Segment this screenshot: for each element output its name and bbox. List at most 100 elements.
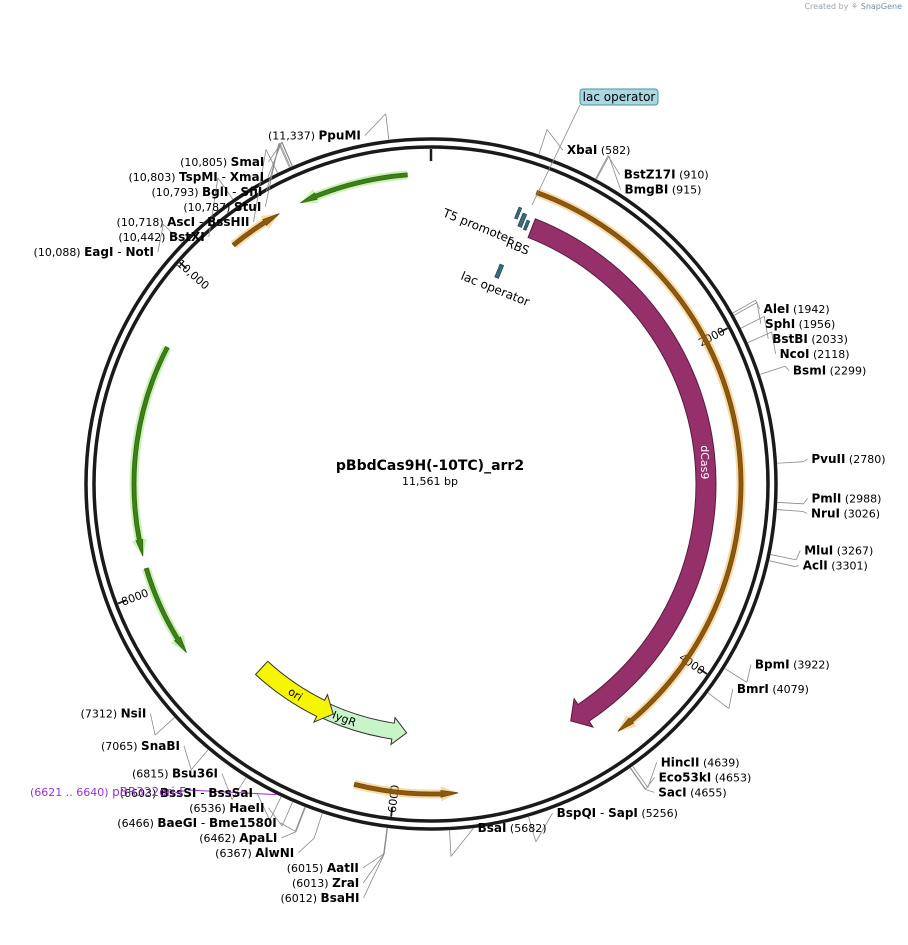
site-leader	[802, 511, 808, 514]
site-text: (582)	[597, 144, 630, 157]
restriction-site-label[interactable]: (10,805) SmaI	[180, 155, 264, 169]
restriction-site-label[interactable]: (6466) BaeGI - Bme1580I	[117, 816, 276, 830]
small-feature-box[interactable]	[517, 212, 528, 228]
site-leader	[280, 822, 296, 832]
restriction-site-label[interactable]: (6013) ZraI	[292, 876, 359, 890]
small-feature-box[interactable]	[522, 219, 531, 231]
site-text: (6012)	[280, 892, 320, 905]
primer-label[interactable]: (6621 .. 6640) pBR322ori-F	[30, 785, 186, 799]
site-leader	[707, 692, 730, 709]
enzyme-name: SfiI	[240, 185, 262, 199]
primer-glow	[535, 188, 746, 732]
feature-ori[interactable]	[254, 660, 334, 724]
feature-dcas9[interactable]	[527, 218, 717, 728]
enzyme-name: BssHII	[207, 215, 249, 229]
site-labels: XbaI (582) BstZ17I (910)BmgBI (915) AleI (…	[30, 129, 886, 905]
site-text: (6015)	[287, 862, 327, 875]
restriction-site-label[interactable]: BspQI - SapI (5256)	[557, 806, 678, 820]
feature-primer-bind-orange-1[interactable]	[535, 190, 744, 732]
restriction-site-label[interactable]: (6603) BssSI - BssSaI	[120, 786, 253, 800]
restriction-site-label[interactable]: (10,442) BstXI	[118, 230, 204, 244]
restriction-site-label[interactable]: (11,337) PpuMI	[268, 129, 361, 143]
site-leader	[281, 801, 293, 827]
restriction-site-label[interactable]: (7065) SnaBI	[101, 739, 180, 753]
site-text: (4639)	[699, 756, 739, 769]
feature-primer-bind-green-2[interactable]	[131, 345, 170, 557]
restriction-site-label[interactable]: (6536) HaeII	[189, 801, 264, 815]
feature-primer-bind-orange-2[interactable]	[353, 781, 459, 798]
site-text: (2118)	[810, 348, 850, 361]
restriction-site-label[interactable]: NruI (3026)	[811, 506, 880, 520]
ruler-tick	[698, 668, 708, 675]
restriction-site-label[interactable]: PmlI (2988)	[811, 491, 881, 505]
site-leader	[777, 502, 804, 505]
small-feature-box[interactable]	[494, 263, 505, 279]
restriction-site-label[interactable]: (6015) AatII	[287, 861, 359, 875]
restriction-site-label[interactable]: NcoI (2118)	[780, 347, 850, 361]
restriction-site-label[interactable]: BstZ17I (910)	[624, 168, 709, 182]
restriction-site-label[interactable]: (10,793) BglI - SfiI	[151, 185, 262, 199]
enzyme-name: SphI	[765, 317, 795, 331]
site-leader	[281, 142, 293, 167]
site-leader	[295, 807, 306, 832]
site-text: (10,442)	[118, 231, 169, 244]
ruler-tick-label: 8000	[120, 586, 151, 608]
restriction-site-label[interactable]: BmrI (4079)	[737, 682, 809, 696]
restriction-site-label[interactable]: BsmI (2299)	[793, 363, 866, 377]
site-text: (6466)	[117, 817, 157, 830]
enzyme-name: BsaHI	[321, 891, 360, 905]
restriction-site-label[interactable]: HincII (4639)	[661, 755, 740, 769]
restriction-site-label[interactable]: BpmI (3922)	[755, 658, 830, 672]
site-text: (2988)	[841, 492, 881, 505]
restriction-site-label[interactable]: BstBI (2033)	[772, 332, 848, 346]
feature-primer-bind-green-1[interactable]	[300, 172, 408, 204]
site-leader	[383, 828, 388, 855]
site-leader	[364, 113, 386, 136]
restriction-site-label[interactable]: AclI (3301)	[803, 559, 868, 573]
site-text: (6536)	[189, 802, 229, 815]
site-leader-lines	[149, 113, 808, 899]
site-leader	[724, 668, 748, 683]
site-leader	[221, 773, 233, 800]
restriction-site-label[interactable]: SphI (1956)	[765, 317, 835, 331]
enzyme-name: NotI	[125, 245, 154, 259]
restriction-site-label[interactable]: (10,088) EagI - NotI	[34, 245, 154, 259]
restriction-site-label[interactable]: BsaI (5682)	[478, 821, 547, 835]
feature-primer-bind-green-3[interactable]	[143, 567, 187, 653]
site-text: (6367)	[215, 847, 255, 860]
restriction-site-label[interactable]: (10,787) StuI	[183, 200, 261, 214]
site-leader	[546, 129, 564, 151]
restriction-site-label[interactable]: (6012) BsaHI	[280, 891, 359, 905]
site-leader	[154, 717, 175, 736]
small-feature-box[interactable]	[514, 206, 523, 220]
restriction-site-label[interactable]: (6367) AlwNI	[215, 846, 294, 860]
restriction-site-label[interactable]: (10,803) TspMI - XmaI	[128, 170, 264, 184]
restriction-site-label[interactable]: (6462) ApaLI	[199, 831, 277, 845]
restriction-site-label[interactable]: AleI (1942)	[764, 302, 830, 316]
restriction-site-label[interactable]: BmgBI (915)	[625, 183, 702, 197]
lac-operator-label-2: lac operator	[459, 269, 532, 309]
restriction-site-label[interactable]: Eco53kI (4653)	[659, 770, 752, 784]
restriction-site-label[interactable]: XbaI (582)	[567, 143, 630, 157]
credit-prefix: Created by	[804, 2, 849, 11]
restriction-site-label[interactable]: PvuII (2780)	[811, 452, 885, 466]
restriction-site-label[interactable]: MluI (3267)	[804, 544, 873, 558]
site-text: (1956)	[795, 318, 835, 331]
site-leader	[183, 745, 192, 770]
site-text: -	[218, 170, 230, 184]
site-leader	[363, 853, 385, 899]
site-leader	[770, 554, 797, 561]
site-text: (5256)	[638, 807, 678, 820]
site-leader	[747, 331, 772, 343]
snapgene-credit: Created by ⚘ SnapGene	[804, 2, 902, 11]
restriction-site-label[interactable]: (6815) Bsu36I	[132, 767, 218, 781]
restriction-site-label[interactable]: SacI (4655)	[658, 785, 726, 799]
site-leader	[294, 807, 306, 832]
restriction-site-label[interactable]: (10,718) AscI - BssHII	[117, 215, 250, 229]
restriction-site-label[interactable]: (7312) NsiI	[81, 707, 147, 721]
site-leader	[362, 853, 384, 869]
site-leader	[253, 149, 267, 222]
plasmid-length: 11,561 bp	[402, 475, 458, 488]
feature-primer-bind-orange-3[interactable]	[231, 213, 280, 248]
